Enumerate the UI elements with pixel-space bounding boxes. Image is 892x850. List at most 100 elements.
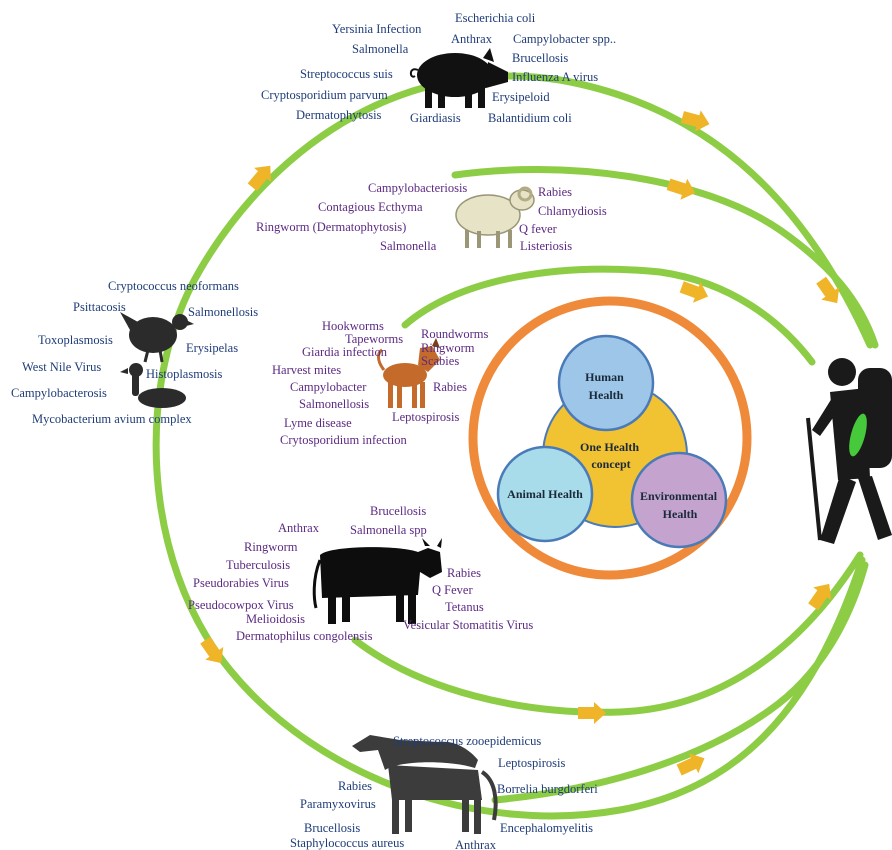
animal-health-circle — [496, 445, 594, 543]
pig-labels: Yersinia Infection Escherichia coli Anth… — [261, 11, 616, 125]
horse-label-6: Encephalomyelitis — [500, 821, 593, 835]
bird-label-0: Cryptococcus neoformans — [108, 279, 239, 293]
one-health-core: Human Health One Health concept Animal H… — [468, 296, 752, 580]
arrow-icon — [666, 178, 696, 200]
dog-label-8: Rabies — [433, 380, 467, 394]
cow-label-9: Tetanus — [445, 600, 484, 614]
dog-label-10: Leptospirosis — [392, 410, 459, 424]
dog-label-9: Salmonellosis — [299, 397, 369, 411]
bird-label-6: Histoplasmosis — [146, 367, 223, 381]
cow-label-8: Pseudocowpox Virus — [188, 598, 294, 612]
pig-label-4: Salmonella — [352, 42, 409, 56]
sheep-arc — [451, 166, 879, 349]
pig-label-0: Yersinia Infection — [332, 22, 422, 36]
horse-label-5: Brucellosis — [304, 821, 360, 835]
outer-arc — [152, 72, 874, 820]
pig-label-2: Anthrax — [451, 32, 493, 46]
horse-label-4: Paramyxovirus — [300, 797, 376, 811]
sheep-label-3: Chlamydiosis — [538, 204, 607, 218]
bird-label-1: Psittacosis — [73, 300, 126, 314]
dog-label-4: Giardia infection — [302, 345, 388, 359]
animal-health-label: Animal Health — [507, 487, 583, 501]
dog-labels: Hookworms Roundworms Tapeworms Ringworm … — [272, 319, 489, 447]
cow-label-11: Vesicular Stomatitis Virus — [403, 618, 533, 632]
bird-label-8: Mycobacterium avium complex — [32, 412, 192, 426]
dog-label-0: Hookworms — [322, 319, 384, 333]
dog-label-7: Campylobacter — [290, 380, 367, 394]
dog-label-2: Tapeworms — [345, 332, 403, 346]
arrow-icon — [247, 165, 271, 192]
pig-label-6: Streptococcus suis — [300, 67, 393, 81]
horse-icon — [352, 735, 498, 834]
cow-label-6: Pseudorabies Virus — [193, 576, 289, 590]
cow-labels: Brucellosis Anthrax Salmonella spp Ringw… — [188, 504, 533, 643]
pig-label-11: Giardiasis — [410, 111, 461, 125]
horse-label-7: Staphylococcus aureus — [290, 836, 404, 850]
pig-label-12: Balantidium coli — [488, 111, 572, 125]
cow-label-7: Q Fever — [432, 583, 473, 597]
pig-label-10: Dermatophytosis — [296, 108, 382, 122]
dog-label-3: Ringworm — [421, 341, 475, 355]
bird-label-4: Erysipelas — [186, 341, 238, 355]
arrow-icon — [676, 753, 705, 776]
hiker-icon — [806, 358, 892, 544]
dog-label-11: Lyme disease — [284, 416, 352, 430]
cow-arc — [351, 551, 864, 716]
horse-label-8: Anthrax — [455, 838, 497, 850]
cow-label-1: Anthrax — [278, 521, 320, 535]
dog-label-5: Scabies — [421, 354, 459, 368]
pig-label-9: Erysipeloid — [492, 90, 550, 104]
horse-arc — [491, 561, 869, 804]
arrow-icon — [680, 110, 710, 132]
arrow-icon — [808, 583, 832, 611]
bird-label-2: Salmonellosis — [188, 305, 258, 319]
human-health-label: Human Health — [585, 370, 627, 402]
arrow-icon — [200, 636, 224, 664]
cow-label-10: Melioidosis — [246, 612, 305, 626]
pig-label-1: Escherichia coli — [455, 11, 536, 25]
bird-label-7: Campylobacterosis — [11, 386, 107, 400]
environment-health-label: Environmental Health — [640, 489, 720, 521]
pig-label-8: Cryptosporidium parvum — [261, 88, 388, 102]
arrow-icon — [679, 281, 709, 303]
sheep-label-6: Salmonella — [380, 239, 437, 253]
sheep-label-2: Contagious Ecthyma — [318, 200, 423, 214]
cow-label-0: Brucellosis — [370, 504, 426, 518]
pig-label-3: Campylobacter spp.. — [513, 32, 616, 46]
pig-label-7: Influenza A virus — [512, 70, 598, 84]
cow-label-3: Ringworm — [244, 540, 298, 554]
dog-label-1: Roundworms — [421, 327, 489, 341]
horse-label-0: Streptococcus zooepidemicus — [393, 734, 541, 748]
pig-label-5: Brucellosis — [512, 51, 568, 65]
sheep-label-4: Ringworm (Dermatophytosis) — [256, 220, 406, 234]
arrow-layer — [200, 110, 840, 776]
cow-label-5: Rabies — [447, 566, 481, 580]
pig-icon — [409, 48, 508, 108]
sheep-label-0: Campylobacteriosis — [368, 181, 467, 195]
one-health-label: One Health concept — [580, 440, 642, 471]
sheep-label-5: Q fever — [519, 222, 558, 236]
chicken-duck-icon — [120, 312, 194, 408]
cow-label-12: Dermatophilus congolensis — [236, 629, 373, 643]
horse-label-2: Rabies — [338, 779, 372, 793]
dog-label-12: Crytosporidium infection — [280, 433, 407, 447]
sheep-icon — [455, 186, 535, 248]
arrow-icon — [578, 702, 606, 724]
horse-labels: Streptococcus zooepidemicus Leptospirosi… — [290, 734, 598, 850]
horse-label-1: Leptospirosis — [498, 756, 565, 770]
environment-health-circle — [630, 451, 728, 549]
human-health-circle — [557, 334, 655, 432]
horse-label-3: Borrelia burgdorferi — [497, 782, 598, 796]
sheep-labels: Campylobacteriosis Rabies Contagious Ect… — [256, 181, 607, 253]
sheep-label-1: Rabies — [538, 185, 572, 199]
bird-label-5: West Nile Virus — [22, 360, 101, 374]
sheep-label-7: Listeriosis — [520, 239, 572, 253]
cow-icon — [312, 538, 442, 624]
arc-layer — [152, 72, 879, 820]
dog-label-6: Harvest mites — [272, 363, 341, 377]
arrow-icon — [816, 276, 840, 304]
bird-label-3: Toxoplasmosis — [38, 333, 113, 347]
cow-label-2: Salmonella spp — [350, 523, 427, 537]
